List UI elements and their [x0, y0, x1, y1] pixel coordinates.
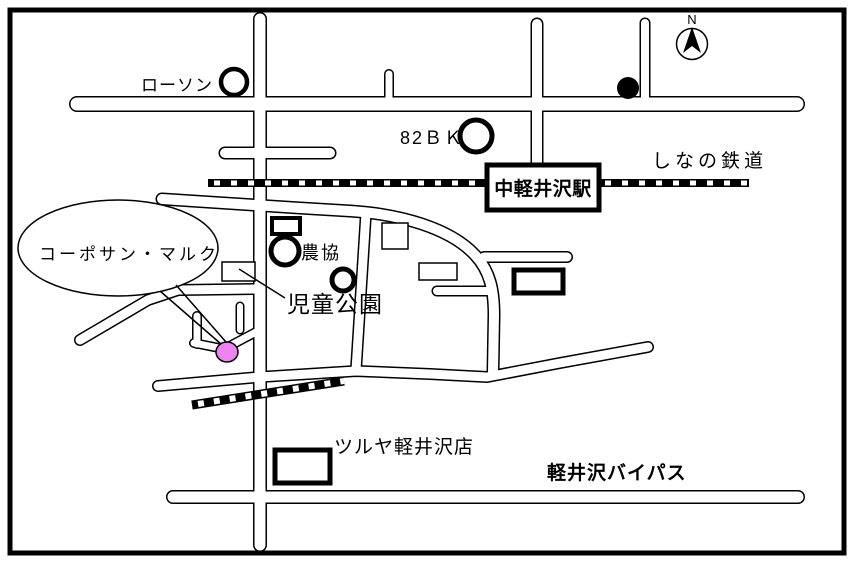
children-park-leader-line	[238, 268, 286, 299]
label-railway-line: しなの鉄道	[652, 150, 767, 172]
label-destination: コーポサン・マルク	[39, 245, 219, 264]
supermarket-building-rect	[272, 447, 333, 486]
compass: N	[675, 12, 709, 61]
label-bank: 82ＢＫ	[400, 128, 464, 148]
building-rect-mid	[418, 262, 458, 281]
destination-marker	[215, 341, 239, 363]
station-box	[484, 162, 602, 213]
label-convenience-store: ローソン	[141, 76, 213, 95]
lawson-circle-marker	[218, 66, 250, 98]
callout-tail-line-left	[159, 290, 222, 345]
bank-circle-marker	[457, 117, 495, 155]
building-square-mid	[381, 222, 409, 250]
coop-circle-marker	[268, 234, 302, 268]
label-bypass-road: 軽井沢バイパス	[547, 461, 687, 484]
children-park-rect	[221, 261, 256, 282]
label-agricultural-coop: 農協	[301, 243, 341, 263]
black-dot-marker	[617, 77, 639, 99]
children-park-circle-marker	[329, 266, 357, 294]
north-arrow-icon	[683, 27, 701, 53]
coop-building-rect	[270, 216, 302, 236]
destination-callout-ellipse	[17, 199, 219, 297]
label-children-park: 児童公園	[287, 291, 383, 317]
label-station: 中軽井沢駅	[494, 177, 592, 200]
compass-north-label: N	[687, 12, 696, 27]
label-supermarket: ツルヤ軽井沢店	[334, 436, 474, 458]
building-rect-east	[511, 267, 566, 296]
callout-tail-line-right	[175, 284, 227, 343]
railway-branch-line	[191, 376, 345, 410]
